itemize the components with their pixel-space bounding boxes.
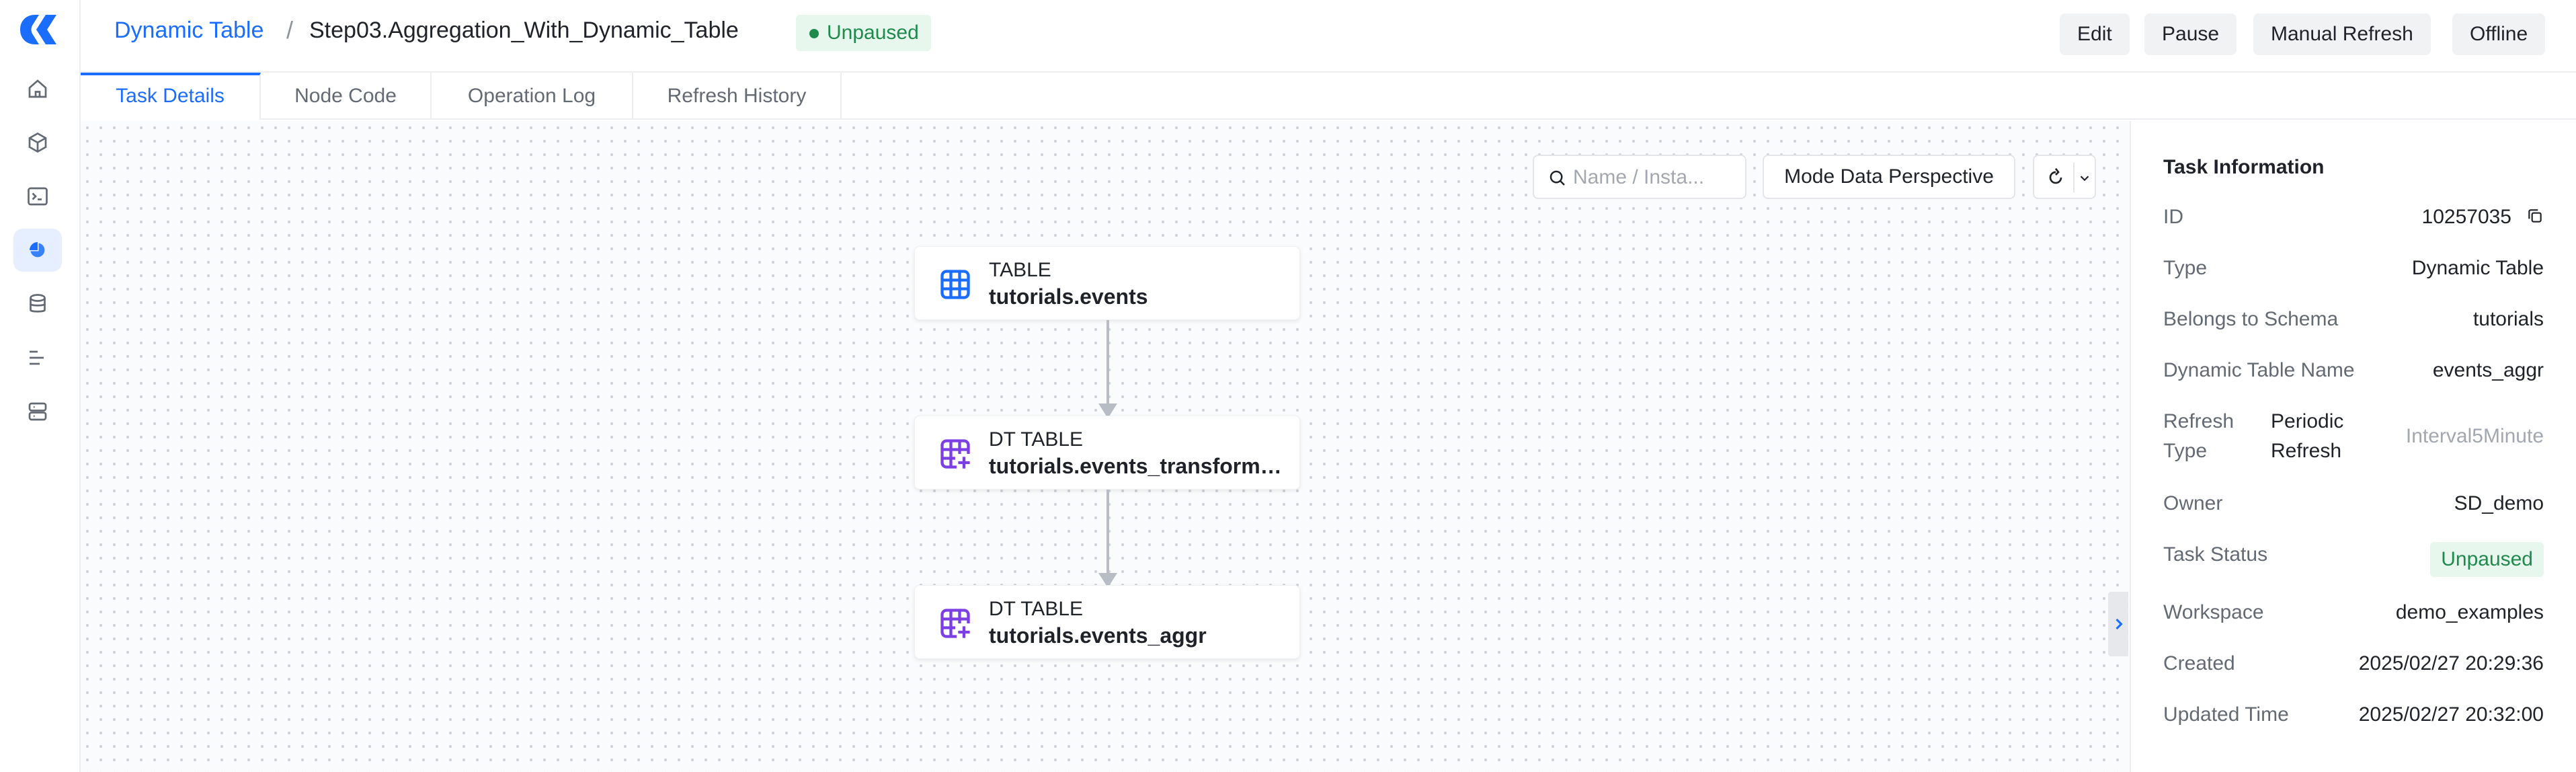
panel-toggle-handle[interactable] xyxy=(2108,592,2128,656)
owner-value: SD_demo xyxy=(2454,492,2544,514)
chevron-down-icon[interactable] xyxy=(2077,171,2092,186)
server-icon[interactable] xyxy=(13,390,62,433)
search-icon xyxy=(1549,170,1565,186)
updated-time-label: Updated Time xyxy=(2163,703,2289,726)
refresh-type-label-line1: Refresh xyxy=(2163,410,2235,432)
lineage-edge xyxy=(1106,320,1109,408)
operations-icon[interactable] xyxy=(13,229,62,272)
node-type-label: DT TABLE xyxy=(989,598,1084,620)
lineage-edge xyxy=(1106,490,1109,577)
lineage-node-dt-transformed[interactable]: DT TABLE tutorials.events_transformed xyxy=(914,416,1300,490)
status-badge-label: Unpaused xyxy=(827,22,919,44)
lineage-node-dt-aggr[interactable]: DT TABLE tutorials.events_aggr xyxy=(914,585,1300,659)
type-label: Type xyxy=(2163,257,2208,279)
task-status-label: Task Status xyxy=(2163,543,2268,566)
status-badge: Unpaused xyxy=(796,15,931,51)
mode-data-perspective-button[interactable]: Mode Data Perspective xyxy=(1763,155,2015,199)
split-divider xyxy=(2073,163,2075,192)
breadcrumb-separator: / xyxy=(286,16,294,44)
node-type-label: TABLE xyxy=(989,259,1051,281)
panel-title: Task Information xyxy=(2163,156,2325,178)
lineage-canvas[interactable]: Mode Data Perspective TABLE tutorials.ev… xyxy=(81,121,2130,772)
node-name-label: tutorials.events_aggr xyxy=(989,623,1207,648)
database-icon[interactable] xyxy=(13,282,62,325)
refresh-type-value-line2: Refresh xyxy=(2271,440,2342,462)
refresh-type-value-line1: Periodic xyxy=(2271,410,2344,432)
arrow-down-icon xyxy=(1098,403,1117,418)
list-icon[interactable] xyxy=(13,336,62,379)
home-icon[interactable] xyxy=(13,67,62,110)
pause-button[interactable]: Pause xyxy=(2144,13,2237,55)
node-search-input[interactable] xyxy=(1573,163,1734,192)
edit-button[interactable]: Edit xyxy=(2060,13,2130,55)
left-sidebar xyxy=(0,0,81,772)
refresh-split-button[interactable] xyxy=(2033,155,2096,199)
page-title: Step03.Aggregation_With_Dynamic_Table xyxy=(309,17,739,43)
tab-task-details[interactable]: Task Details xyxy=(81,73,261,120)
id-label: ID xyxy=(2163,206,2183,228)
owner-label: Owner xyxy=(2163,492,2223,514)
type-value: Dynamic Table xyxy=(2411,257,2544,279)
copy-icon[interactable] xyxy=(2526,207,2544,225)
task-status-badge: Unpaused xyxy=(2430,542,2544,577)
chevron-right-icon xyxy=(2116,618,2123,630)
schema-value: tutorials xyxy=(2472,308,2544,330)
workspace-label: Workspace xyxy=(2163,601,2264,623)
reset-icon[interactable] xyxy=(2045,167,2066,188)
status-dot-icon xyxy=(809,29,819,38)
app-logo-icon[interactable] xyxy=(16,12,59,47)
tab-operation-log[interactable]: Operation Log xyxy=(432,73,633,120)
node-search-box[interactable] xyxy=(1533,155,1746,199)
tab-node-code[interactable]: Node Code xyxy=(261,73,432,120)
table-icon xyxy=(940,270,970,299)
node-type-label: DT TABLE xyxy=(989,428,1084,451)
workspace-value: demo_examples xyxy=(2395,601,2544,623)
updated-time-value: 2025/02/27 20:32:00 xyxy=(2358,703,2544,726)
cube-icon[interactable] xyxy=(13,121,62,164)
node-name-label: tutorials.events_transformed xyxy=(989,454,1285,478)
offline-button[interactable]: Offline xyxy=(2452,13,2546,55)
terminal-icon[interactable] xyxy=(13,175,62,218)
page-header: Dynamic Table / Step03.Aggregation_With_… xyxy=(81,0,2576,73)
breadcrumb-dynamic-table-link[interactable]: Dynamic Table xyxy=(114,17,264,43)
dt-name-label: Dynamic Table Name xyxy=(2163,359,2355,381)
task-information-panel: Task Information ID 10257035 Type Dynami… xyxy=(2130,121,2576,772)
created-label: Created xyxy=(2163,652,2235,674)
manual-refresh-button[interactable]: Manual Refresh xyxy=(2253,13,2431,55)
node-name-label: tutorials.events xyxy=(989,284,1148,309)
refresh-type-label-line2: Type xyxy=(2163,440,2208,462)
refresh-interval-value: Interval5Minute xyxy=(2405,425,2544,447)
id-value: 10257035 xyxy=(2421,206,2511,228)
dynamic-table-icon xyxy=(940,609,970,638)
lineage-node-source-table[interactable]: TABLE tutorials.events xyxy=(914,246,1300,320)
created-value: 2025/02/27 20:29:36 xyxy=(2358,652,2544,674)
arrow-down-icon xyxy=(1098,573,1117,588)
schema-label: Belongs to Schema xyxy=(2163,308,2339,330)
tab-refresh-history[interactable]: Refresh History xyxy=(633,73,842,120)
dt-name-value: events_aggr xyxy=(2432,359,2544,381)
dynamic-table-icon xyxy=(940,439,970,469)
tab-bar: Task Details Node Code Operation Log Ref… xyxy=(81,73,2576,120)
